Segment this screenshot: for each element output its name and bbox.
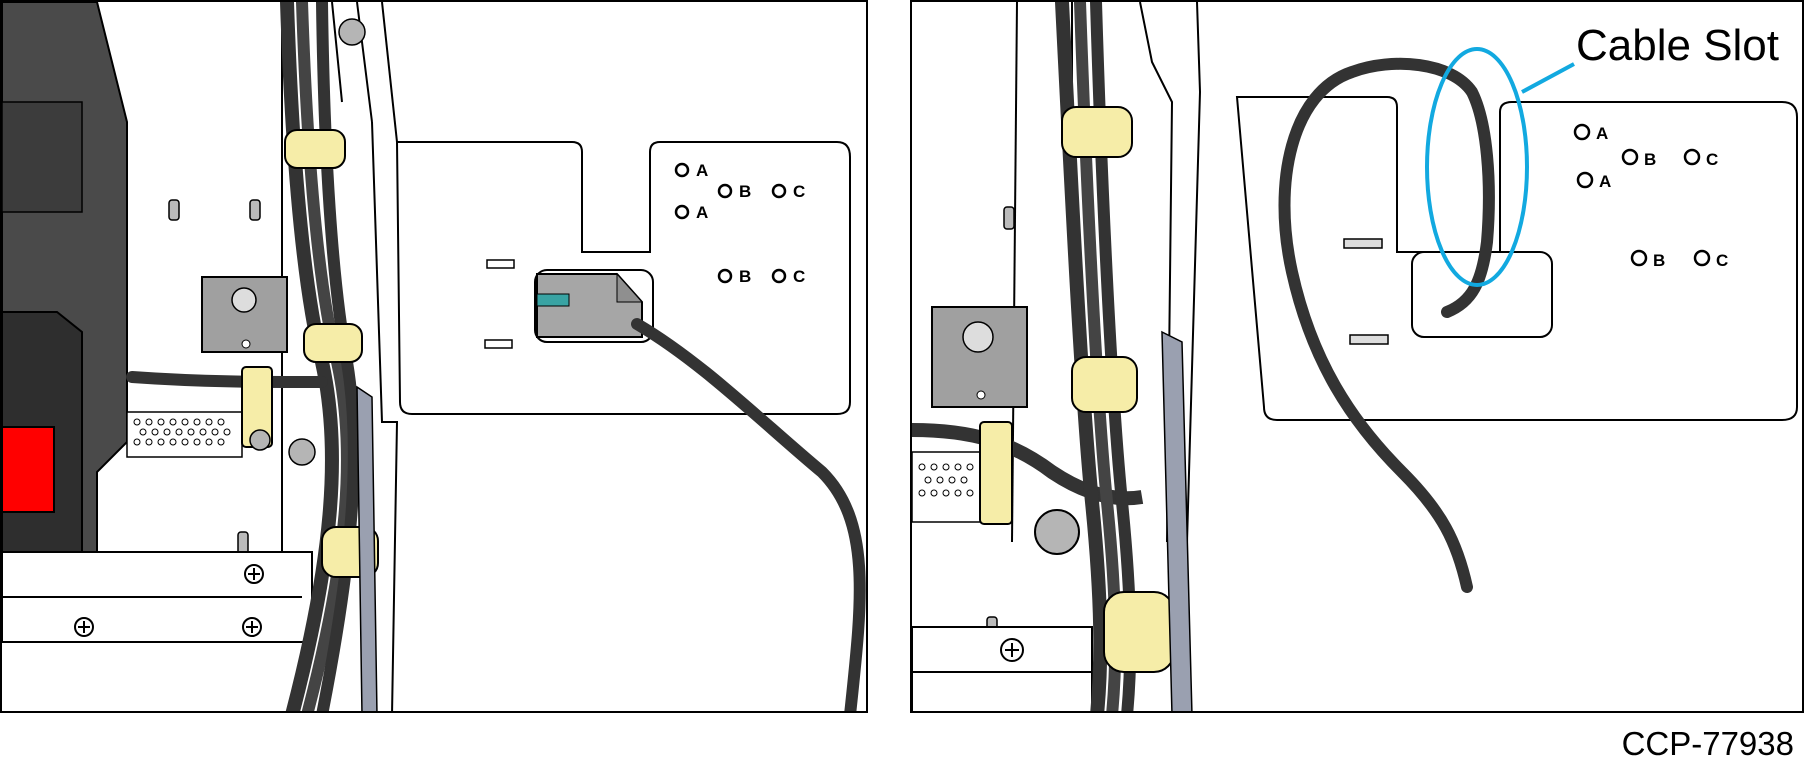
chassis-frame [1011, 2, 1202, 711]
after-view-panel: A B C A B C [910, 0, 1804, 713]
connector-cable [631, 318, 866, 711]
gray-bracket [201, 276, 288, 353]
hole-label-b-top: B [739, 182, 752, 201]
bottom-plate [912, 626, 1093, 711]
before-view-panel: A B C A B C [0, 0, 868, 713]
side-bracket [1161, 330, 1193, 711]
after-view-illustration [912, 2, 1798, 711]
before-view-illustration [2, 2, 866, 711]
hole-label-c-top: C [793, 182, 806, 201]
gray-bracket [931, 306, 1028, 408]
vent-grille [126, 411, 243, 458]
mounting-holes [674, 162, 787, 284]
red-power-switch [2, 426, 55, 513]
bottom-plate [2, 551, 313, 643]
hole-label-c-bottom: C [793, 267, 806, 286]
hex-nuts [249, 18, 366, 466]
hole-label-b-bottom: B [739, 267, 752, 286]
hole-label-b-bottom: B [1653, 251, 1666, 270]
mounting-holes [1573, 123, 1711, 267]
hole-label-a-top: A [1596, 124, 1609, 143]
hex-nut [1034, 509, 1080, 555]
hole-label-b-top: B [1644, 150, 1657, 169]
routed-cable [1278, 57, 1495, 593]
hole-label-c-bottom: C [1716, 251, 1729, 270]
vent-grille [912, 451, 983, 523]
side-bracket [356, 385, 378, 711]
hole-label-a-mid: A [1599, 172, 1612, 191]
cable-ties [979, 106, 1175, 673]
cable-slot-callout-leader [1521, 62, 1575, 94]
figure-id: CCP-77938 [1621, 725, 1794, 762]
hole-label-a-mid: A [696, 203, 709, 222]
cable-slot-label: Cable Slot [1576, 21, 1780, 70]
cable-slot-callout-ellipse [1425, 47, 1529, 287]
usb-connector [536, 272, 644, 338]
hole-label-c-top: C [1706, 150, 1719, 169]
hole-label-a-top: A [696, 161, 709, 180]
